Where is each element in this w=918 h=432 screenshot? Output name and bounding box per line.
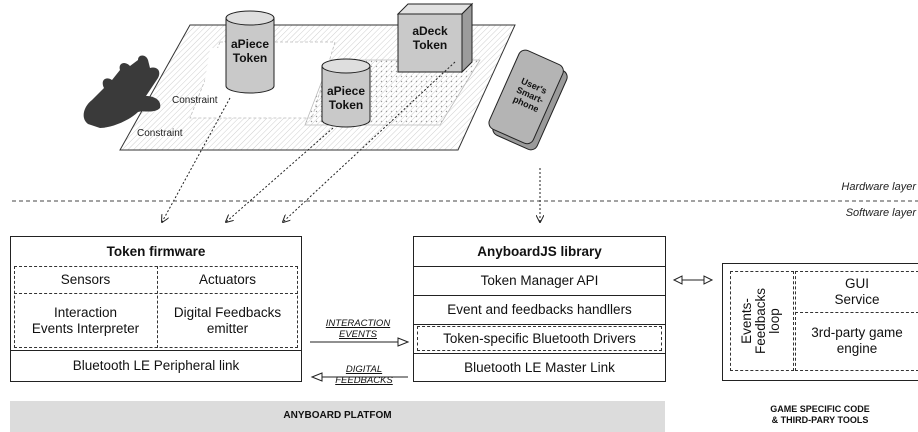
constraint-outer-label: Constraint	[137, 128, 183, 139]
event-handlers-cell: Event and feedbacks handllers	[447, 302, 632, 317]
constraint-inner-label: Constraint	[172, 95, 218, 106]
peripheral-link-cell: Bluetooth LE Peripheral link	[72, 357, 240, 373]
library-game-arrow	[672, 275, 714, 285]
master-link-cell: Bluetooth LE Master Link	[464, 359, 615, 375]
events-loop-frame	[730, 271, 794, 371]
platform-bar	[10, 401, 665, 432]
hardware-layer-label: Hardware layer	[841, 181, 916, 193]
sensors-cell: Sensors	[60, 271, 111, 287]
apiece-token-1-label: aPiece Token	[230, 37, 270, 65]
apiece-token-2	[321, 58, 371, 128]
firmware-inner-frame	[14, 266, 298, 348]
anyboardjs-library-box: AnyboardJS library Token Manager API Eve…	[413, 236, 666, 382]
hand-icon	[83, 55, 161, 128]
platform-label: ANYBOARD PLATFOM	[283, 410, 392, 421]
token-manager-api-cell: Token Manager API	[480, 273, 599, 288]
game-right-frame	[795, 271, 918, 371]
flow-arrows	[310, 337, 410, 382]
smartphone	[488, 49, 568, 151]
adeck-token	[396, 2, 474, 74]
game-footer-label: GAME SPECIFIC CODE & THIRD-PARY TOOLS	[770, 404, 870, 425]
actuators-cell: Actuators	[198, 271, 257, 287]
adeck-token-label: aDeck Token	[412, 24, 448, 52]
bluetooth-drivers-cell: Token-specific Bluetooth Drivers	[417, 326, 662, 351]
token-firmware-title: Token firmware	[106, 243, 206, 259]
apiece-token-1	[225, 10, 275, 94]
token-firmware-box: Token firmware Sensors Actuators Interac…	[10, 236, 302, 382]
library-title: AnyboardJS library	[477, 243, 602, 259]
apiece-token-2-label: aPiece Token	[326, 84, 366, 112]
software-layer-label: Software layer	[845, 207, 916, 219]
